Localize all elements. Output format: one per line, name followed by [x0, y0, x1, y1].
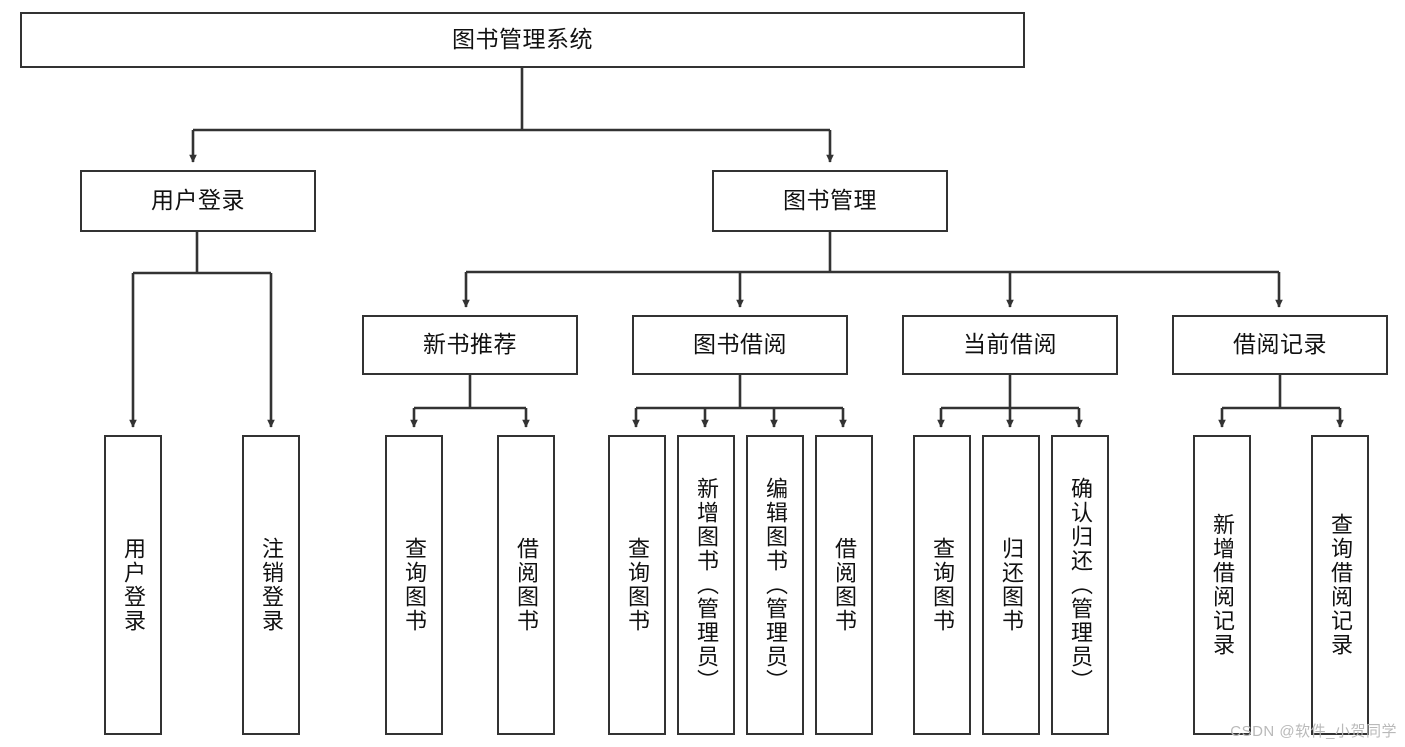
node-book-borrow[interactable]: 图书借阅	[632, 315, 848, 375]
node-borrow-record[interactable]: 借阅记录	[1172, 315, 1388, 375]
node-leaf-add-book[interactable]: 新增图书（管理员）	[677, 435, 735, 735]
node-leaf-user-logout[interactable]: 注销登录	[242, 435, 300, 735]
node-root-label: 图书管理系统	[452, 26, 593, 53]
node-borrow-record-label: 借阅记录	[1233, 331, 1327, 358]
node-current-borrow[interactable]: 当前借阅	[902, 315, 1118, 375]
watermark-text: CSDN @软件_小贺同学	[1230, 723, 1397, 740]
node-leaf-return-book[interactable]: 归还图书	[982, 435, 1040, 735]
node-user-login[interactable]: 用户登录	[80, 170, 316, 232]
node-new-book-rec-label: 新书推荐	[423, 331, 517, 358]
node-current-borrow-label: 当前借阅	[963, 331, 1057, 358]
node-leaf-query-record[interactable]: 查询借阅记录	[1311, 435, 1369, 735]
node-book-manage[interactable]: 图书管理	[712, 170, 948, 232]
node-leaf-borrow-book-1[interactable]: 借阅图书	[497, 435, 555, 735]
node-leaf-borrow-book-2-label: 借阅图书	[832, 537, 857, 633]
node-leaf-borrow-book-1-label: 借阅图书	[514, 537, 539, 633]
node-root[interactable]: 图书管理系统	[20, 12, 1025, 68]
node-leaf-query-book-3-label: 查询图书	[930, 537, 955, 633]
node-book-manage-label: 图书管理	[783, 187, 877, 214]
node-leaf-query-book-2[interactable]: 查询图书	[608, 435, 666, 735]
node-leaf-query-book-2-label: 查询图书	[625, 537, 650, 633]
node-user-login-label: 用户登录	[151, 187, 245, 214]
node-leaf-query-book-3[interactable]: 查询图书	[913, 435, 971, 735]
node-leaf-borrow-book-2[interactable]: 借阅图书	[815, 435, 873, 735]
node-leaf-edit-book[interactable]: 编辑图书（管理员）	[746, 435, 804, 735]
node-leaf-query-record-label: 查询借阅记录	[1328, 513, 1353, 657]
node-leaf-add-record[interactable]: 新增借阅记录	[1193, 435, 1251, 735]
node-leaf-query-book-1[interactable]: 查询图书	[385, 435, 443, 735]
node-leaf-user-login[interactable]: 用户登录	[104, 435, 162, 735]
node-leaf-user-logout-label: 注销登录	[259, 537, 284, 633]
node-leaf-return-book-label: 归还图书	[999, 537, 1024, 633]
node-book-borrow-label: 图书借阅	[693, 331, 787, 358]
node-leaf-confirm-return[interactable]: 确认归还（管理员）	[1051, 435, 1109, 735]
node-leaf-confirm-return-label: 确认归还（管理员）	[1068, 477, 1093, 693]
node-leaf-query-book-1-label: 查询图书	[402, 537, 427, 633]
node-leaf-add-book-label: 新增图书（管理员）	[694, 477, 719, 693]
node-leaf-add-record-label: 新增借阅记录	[1210, 513, 1235, 657]
node-new-book-rec[interactable]: 新书推荐	[362, 315, 578, 375]
node-leaf-edit-book-label: 编辑图书（管理员）	[763, 477, 788, 693]
node-leaf-user-login-label: 用户登录	[121, 537, 146, 633]
